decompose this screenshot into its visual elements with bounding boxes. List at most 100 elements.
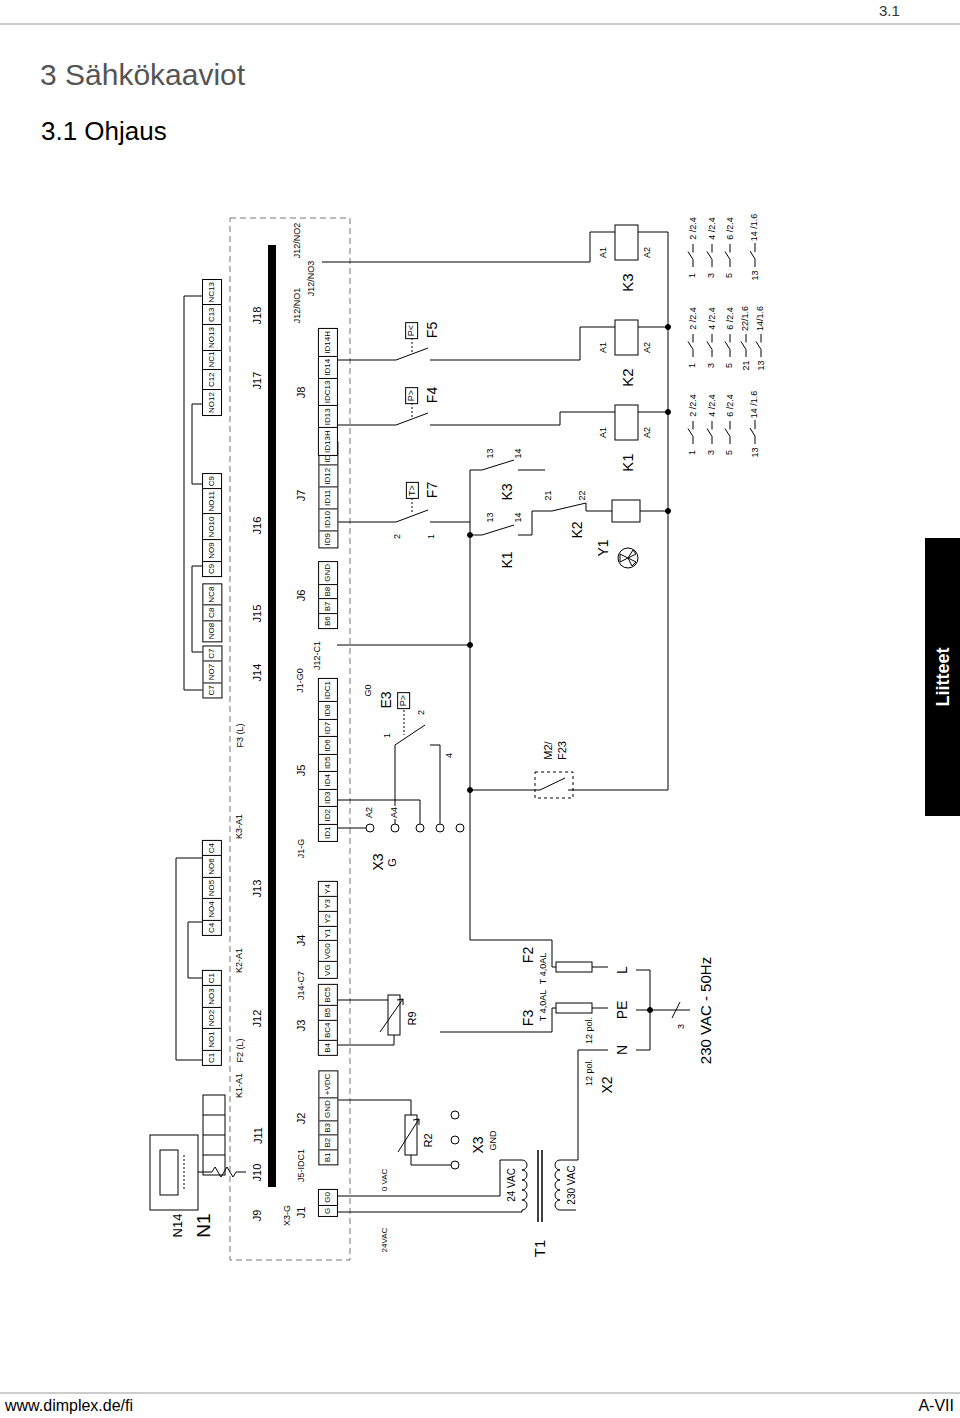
page-text: A-VII	[917, 1398, 955, 1414]
schematic-label: 5	[725, 271, 734, 278]
junction-dot	[648, 1008, 653, 1013]
schematic-label: J3	[297, 1018, 308, 1032]
pin-name: Y3	[319, 896, 337, 911]
pin-name: NC8	[203, 585, 221, 605]
controller-bus	[268, 245, 276, 1187]
junction-dot	[666, 410, 671, 415]
pin-name: NO7	[203, 661, 221, 682]
pin-name: VG0	[319, 940, 337, 961]
contact-symbol	[756, 334, 761, 357]
pin-name: ID3	[319, 789, 337, 806]
schematic-label: X3-G	[283, 1203, 292, 1226]
wire	[337, 1212, 522, 1213]
schematic-label: J9	[253, 1208, 264, 1222]
page-text: 3.1 Ohjaus	[40, 118, 168, 144]
switch-link	[412, 338, 413, 352]
terminal	[451, 1111, 459, 1119]
schematic-label: 4 /2.4	[708, 393, 717, 418]
schematic-label: 14/1.6	[757, 304, 766, 331]
schematic-label: N1	[193, 1212, 212, 1238]
pin-name: B7	[319, 598, 337, 613]
pin-name: Y4	[319, 882, 337, 896]
pin-name: B8	[319, 584, 337, 599]
schematic-label: P>	[405, 386, 418, 403]
schematic-label: 6 /2.4	[726, 393, 735, 418]
schematic-label: 2	[393, 532, 402, 539]
contact-symbol	[725, 421, 730, 444]
pin-name: B3	[319, 1120, 337, 1135]
contact-symbol	[725, 244, 730, 267]
relay-contact	[470, 511, 540, 535]
schematic-label: E3	[379, 690, 393, 709]
terminal-strip: NO8C8NC8	[202, 584, 222, 643]
schematic-label: A2	[643, 340, 652, 353]
schematic-label: 5	[725, 361, 734, 368]
schematic-label: 6 /2.4	[726, 216, 735, 241]
schematic-label: J5	[297, 763, 308, 777]
schematic-label: 14	[513, 447, 522, 459]
schematic-label: A1	[599, 340, 608, 353]
pin-name: ID6	[319, 736, 337, 753]
schematic-label: K2-A1	[235, 946, 244, 973]
terminal-strip: VGVG0Y1Y2Y3Y4	[318, 881, 338, 979]
terminal-strip: C1NO1NO2NO3C1	[202, 970, 222, 1066]
resistor-arrow	[380, 999, 403, 1032]
pin-name: NO10	[203, 513, 221, 539]
pin-name: NO9	[203, 539, 221, 560]
junction-dot	[666, 509, 671, 514]
wire	[470, 470, 471, 940]
schematic-label: F2 (L)	[235, 1037, 244, 1063]
pin-name: G0	[319, 1190, 337, 1205]
schematic-label: T>	[405, 482, 418, 499]
fuse-symbol	[556, 1003, 592, 1013]
junction-dot	[468, 533, 473, 538]
wire	[560, 1050, 608, 1160]
schematic-label: J11	[252, 1126, 263, 1145]
schematic-label: X2	[600, 1075, 614, 1094]
pin-name: C13	[203, 304, 221, 324]
pin-name: C12	[203, 369, 221, 389]
pressure-switch	[395, 725, 440, 824]
schematic-label: 3	[707, 361, 716, 368]
schematic-label: 22	[577, 489, 586, 501]
wire	[337, 800, 420, 828]
schematic-label: J16	[253, 515, 264, 535]
pin-name: IDC13	[319, 378, 337, 406]
pin-name: C1	[203, 1050, 221, 1065]
pin-name: GND	[319, 562, 337, 584]
junction-dot	[468, 788, 473, 793]
pin-name: +VDC	[319, 1072, 337, 1098]
schematic-label: 2 /2.4	[689, 393, 698, 418]
header-rule	[0, 24, 960, 25]
pin-name: C9	[203, 474, 221, 488]
schematic-label: 13	[485, 447, 494, 459]
schematic-label: J18	[253, 305, 264, 325]
relay-coil	[615, 405, 638, 440]
schematic-label: X3	[471, 1135, 485, 1154]
terminal	[451, 1161, 459, 1169]
schematic-label: F23	[557, 740, 568, 761]
relay-coil	[615, 320, 638, 355]
pin-name: ID12	[319, 465, 337, 487]
pin-name: NO11	[203, 488, 221, 513]
pin-name: NO8	[203, 620, 221, 641]
schematic-label: K3	[619, 272, 634, 292]
connector-cells	[203, 1115, 225, 1155]
contact-symbol	[750, 420, 755, 444]
pin-name: ID10	[319, 508, 337, 530]
schematic-label: R2	[423, 1132, 434, 1148]
contact-symbol	[725, 334, 730, 357]
schematic-label: G	[387, 857, 398, 868]
schematic-label: J7	[297, 488, 308, 502]
wiring	[0, 24, 960, 1393]
terminal-strip: NO12C12NC12	[202, 344, 222, 416]
pressure-switch	[337, 327, 615, 360]
schematic-label: 2 /2.4	[689, 306, 698, 331]
schematic-label: F5	[425, 321, 439, 339]
transformer-core	[538, 1150, 542, 1222]
schematic-label: F4	[425, 386, 439, 404]
schematic-label: F3 (L)	[235, 722, 244, 748]
page-text: www.dimplex.de/fi	[4, 1398, 134, 1414]
schematic-label: 24VAC	[381, 1227, 389, 1254]
schematic-label: A1	[599, 425, 608, 438]
